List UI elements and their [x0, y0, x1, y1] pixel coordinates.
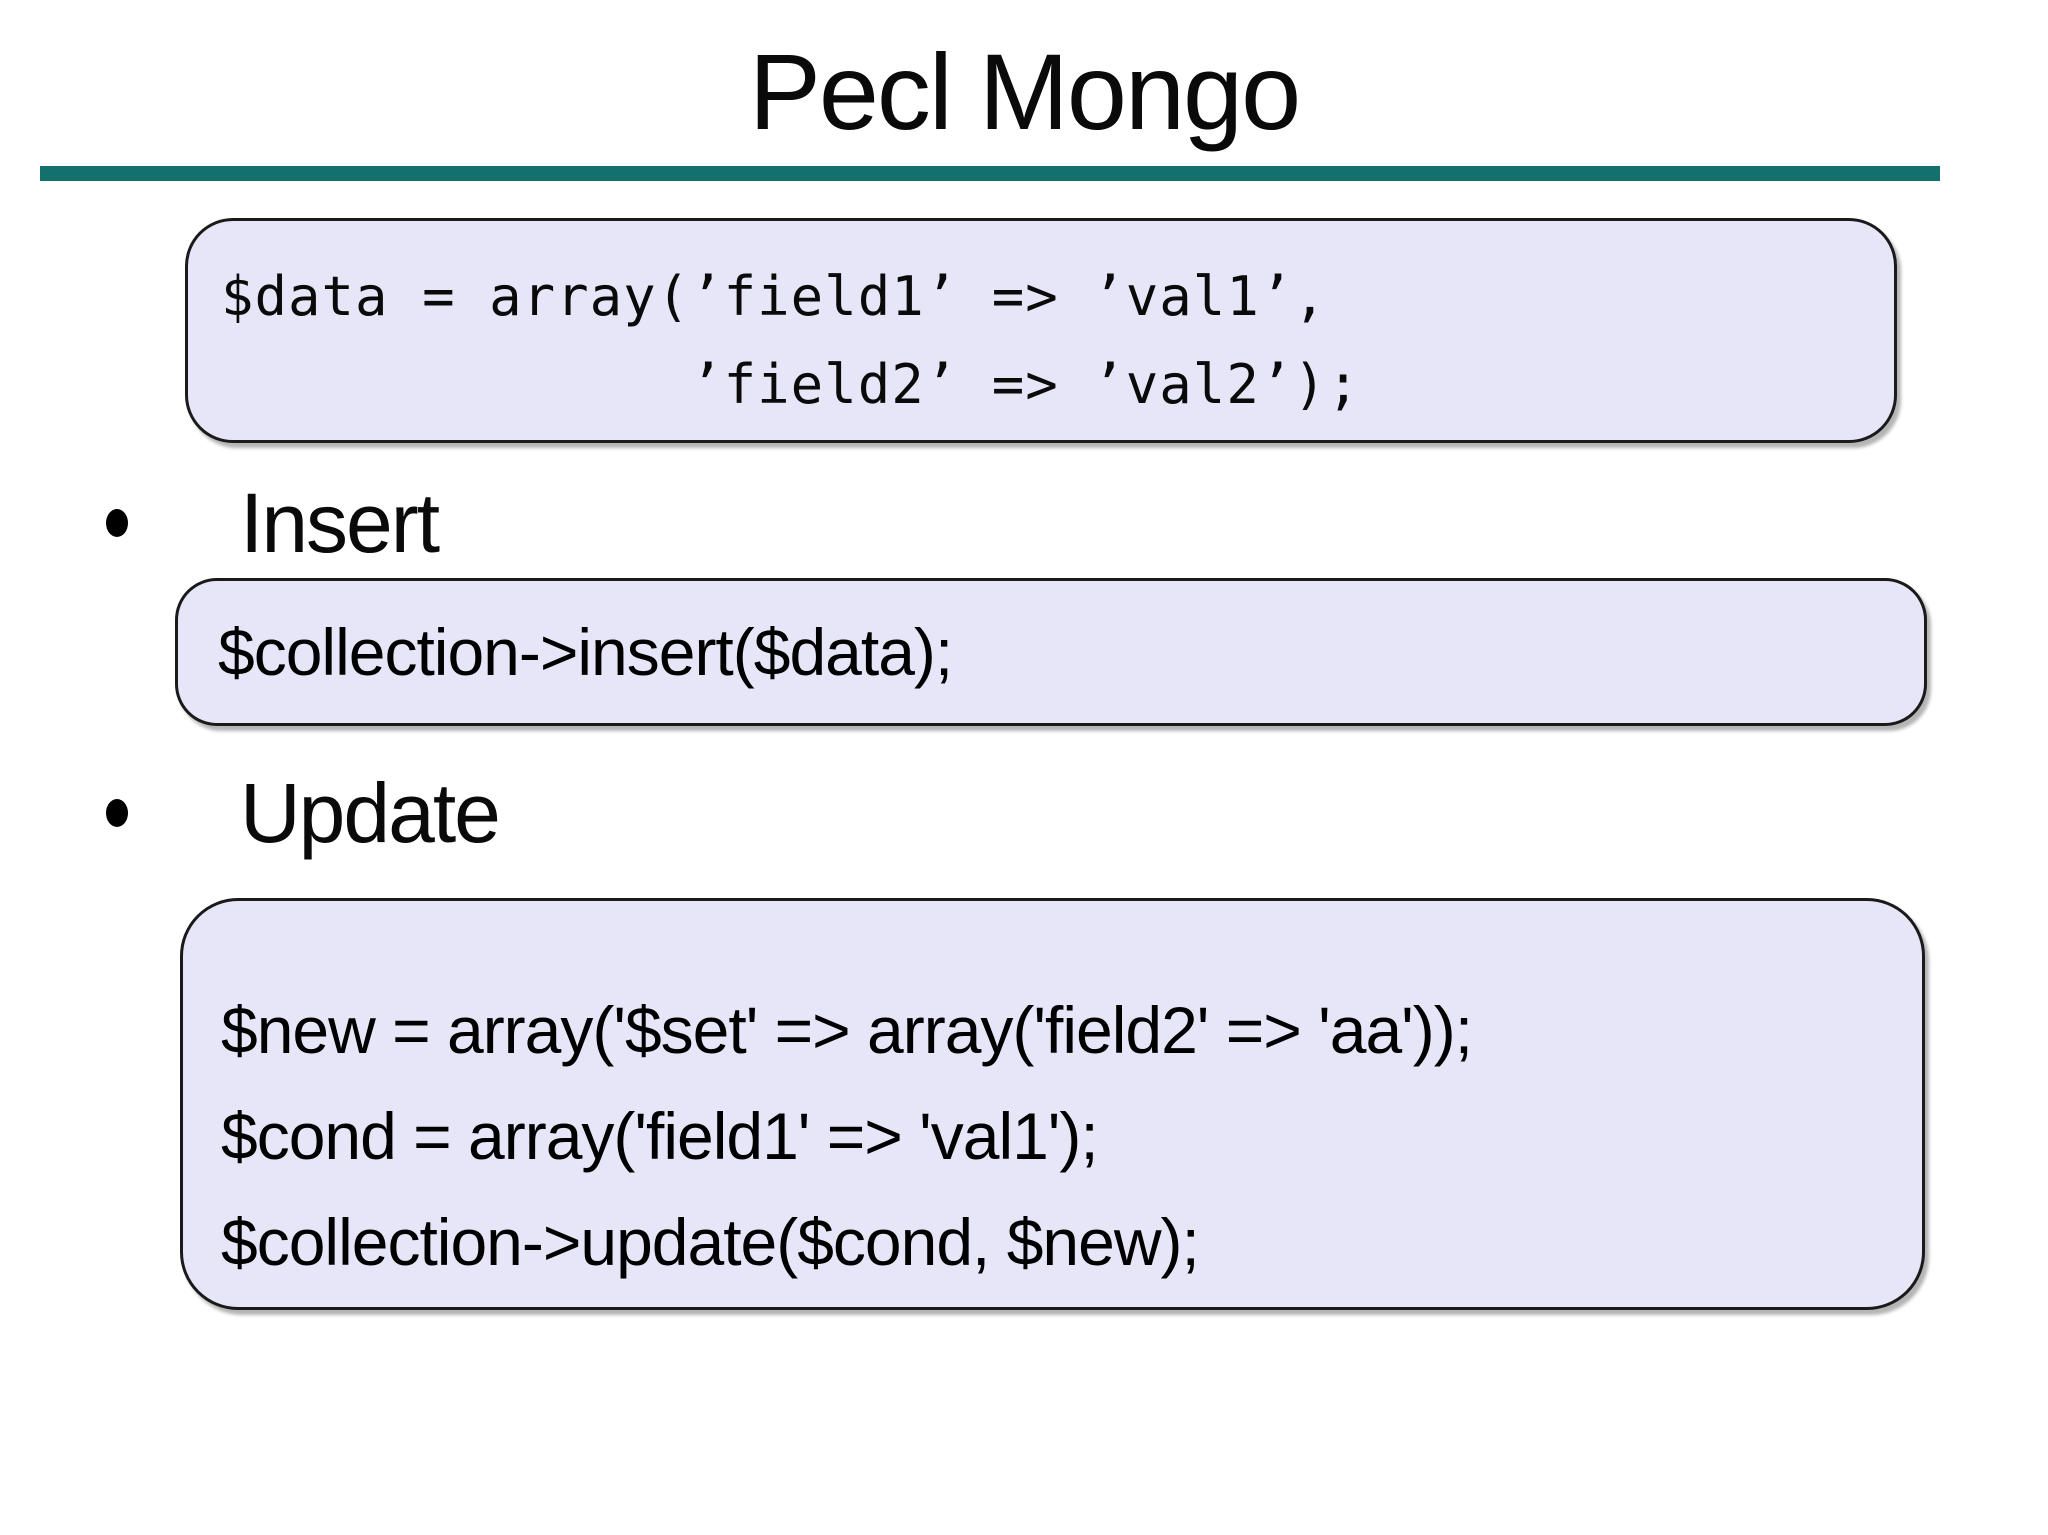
code-line: $new = array('$set' => array('field2' =>… — [221, 993, 1473, 1067]
code-line: $collection->insert($data); — [218, 615, 953, 689]
code-box-data-array: $data = array(’field1’ => ’val1’, ’field… — [185, 218, 1897, 443]
bullet-dot-icon — [106, 509, 128, 537]
code-line: $collection->update($cond, $new); — [221, 1205, 1200, 1279]
page-title: Pecl Mongo — [748, 31, 1301, 152]
code-line: $cond = array('field1' => 'val1'); — [221, 1099, 1099, 1173]
code-line: $data = array(’field1’ => ’val1’, — [221, 265, 1327, 328]
code-block: $new = array('$set' => array('field2' =>… — [183, 901, 1922, 1295]
bullet-item-update: Update — [0, 758, 501, 868]
bullet-item-insert: Insert — [0, 468, 440, 578]
bullet-label: Update — [240, 766, 501, 860]
bullet-dot-icon — [106, 799, 128, 827]
title-underline-rule — [40, 166, 1940, 181]
code-line: ’field2’ => ’val2’); — [221, 353, 1361, 416]
code-box-insert: $collection->insert($data); — [175, 578, 1927, 726]
bullet-label: Insert — [240, 476, 440, 570]
code-block: $data = array(’field1’ => ’val1’, ’field… — [188, 221, 1894, 429]
code-box-update: $new = array('$set' => array('field2' =>… — [180, 898, 1925, 1310]
